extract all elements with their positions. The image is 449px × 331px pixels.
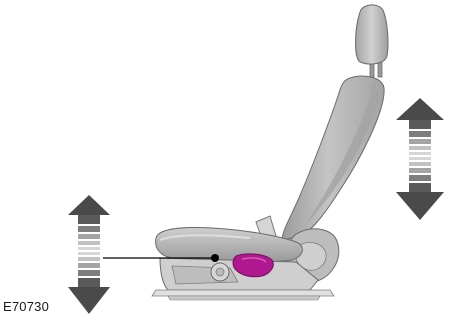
right-up-down-arrow: [396, 98, 444, 220]
seat-rails: [152, 290, 334, 300]
headrest: [356, 5, 388, 64]
seat-cushion: [156, 227, 303, 262]
seat-adjust-knob: [211, 263, 229, 281]
left-up-down-arrow: [68, 195, 110, 314]
figure-code-label: E70730: [3, 299, 49, 314]
car-seat: [152, 5, 388, 300]
